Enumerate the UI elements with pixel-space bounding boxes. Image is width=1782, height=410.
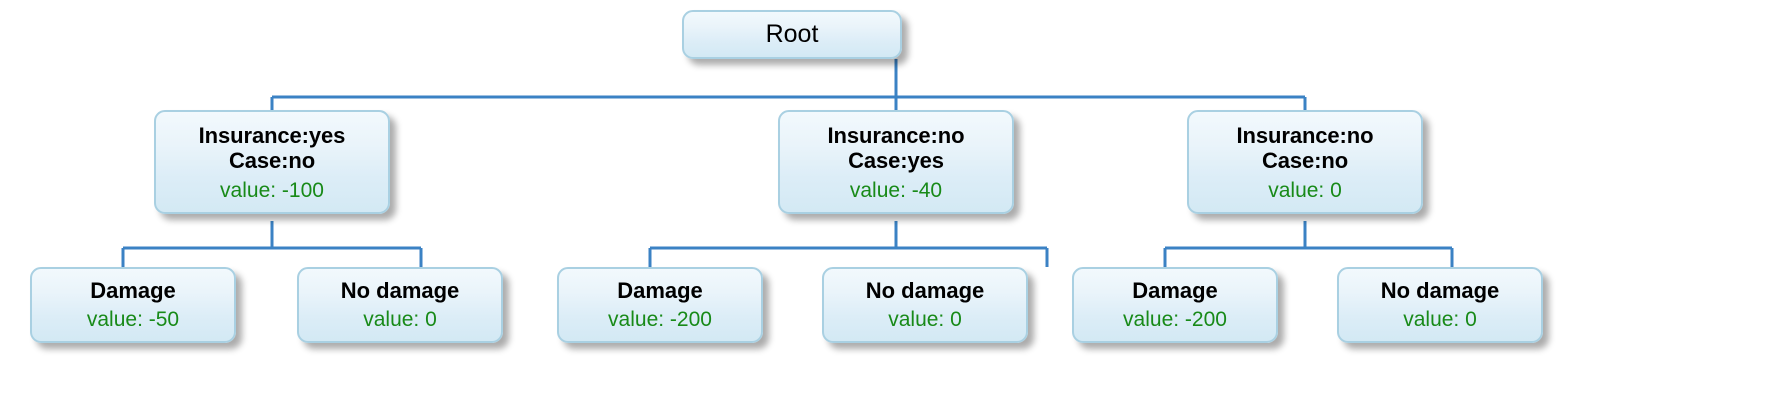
node-leaf-damage-1[interactable]: Damage value: -50	[30, 267, 236, 343]
node-leaf-no-damage-2[interactable]: No damage value: 0	[822, 267, 1028, 343]
node-leaf-3-value: value: -200	[608, 307, 712, 331]
node-root-label: Root	[765, 20, 819, 48]
node-leaf-5-value: value: -200	[1123, 307, 1227, 331]
node-leaf-1-value: value: -50	[86, 307, 180, 331]
node-decision-2-line1: Insurance:no	[827, 122, 965, 148]
node-decision-insurance-yes-case-no[interactable]: Insurance:yes Case:no value: -100	[154, 110, 390, 214]
node-decision-3-line2: Case:no	[1261, 148, 1349, 174]
node-leaf-2-value: value: 0	[363, 307, 437, 331]
node-leaf-no-damage-1[interactable]: No damage value: 0	[297, 267, 503, 343]
node-decision-3-line1: Insurance:no	[1236, 122, 1374, 148]
node-decision-insurance-no-case-yes[interactable]: Insurance:no Case:yes value: -40	[778, 110, 1014, 214]
node-leaf-1-label: Damage	[90, 278, 176, 304]
node-decision-1-line1: Insurance:yes	[198, 122, 346, 148]
node-decision-1-line2: Case:no	[228, 148, 316, 174]
node-leaf-5-label: Damage	[1132, 278, 1218, 304]
node-decision-insurance-no-case-no[interactable]: Insurance:no Case:no value: 0	[1187, 110, 1423, 214]
node-decision-2-line2: Case:yes	[848, 148, 944, 174]
node-leaf-2-label: No damage	[340, 278, 460, 304]
node-root[interactable]: Root	[682, 10, 902, 59]
node-leaf-3-label: Damage	[617, 278, 703, 304]
node-leaf-4-value: value: 0	[888, 307, 962, 331]
node-leaf-damage-3[interactable]: Damage value: -200	[1072, 267, 1278, 343]
node-decision-1-value: value: -100	[220, 178, 324, 202]
node-leaf-no-damage-3[interactable]: No damage value: 0	[1337, 267, 1543, 343]
node-decision-3-value: value: 0	[1268, 178, 1342, 202]
node-leaf-damage-2[interactable]: Damage value: -200	[557, 267, 763, 343]
node-leaf-4-label: No damage	[865, 278, 985, 304]
node-leaf-6-value: value: 0	[1403, 307, 1477, 331]
node-leaf-6-label: No damage	[1380, 278, 1500, 304]
node-decision-2-value: value: -40	[849, 178, 943, 202]
